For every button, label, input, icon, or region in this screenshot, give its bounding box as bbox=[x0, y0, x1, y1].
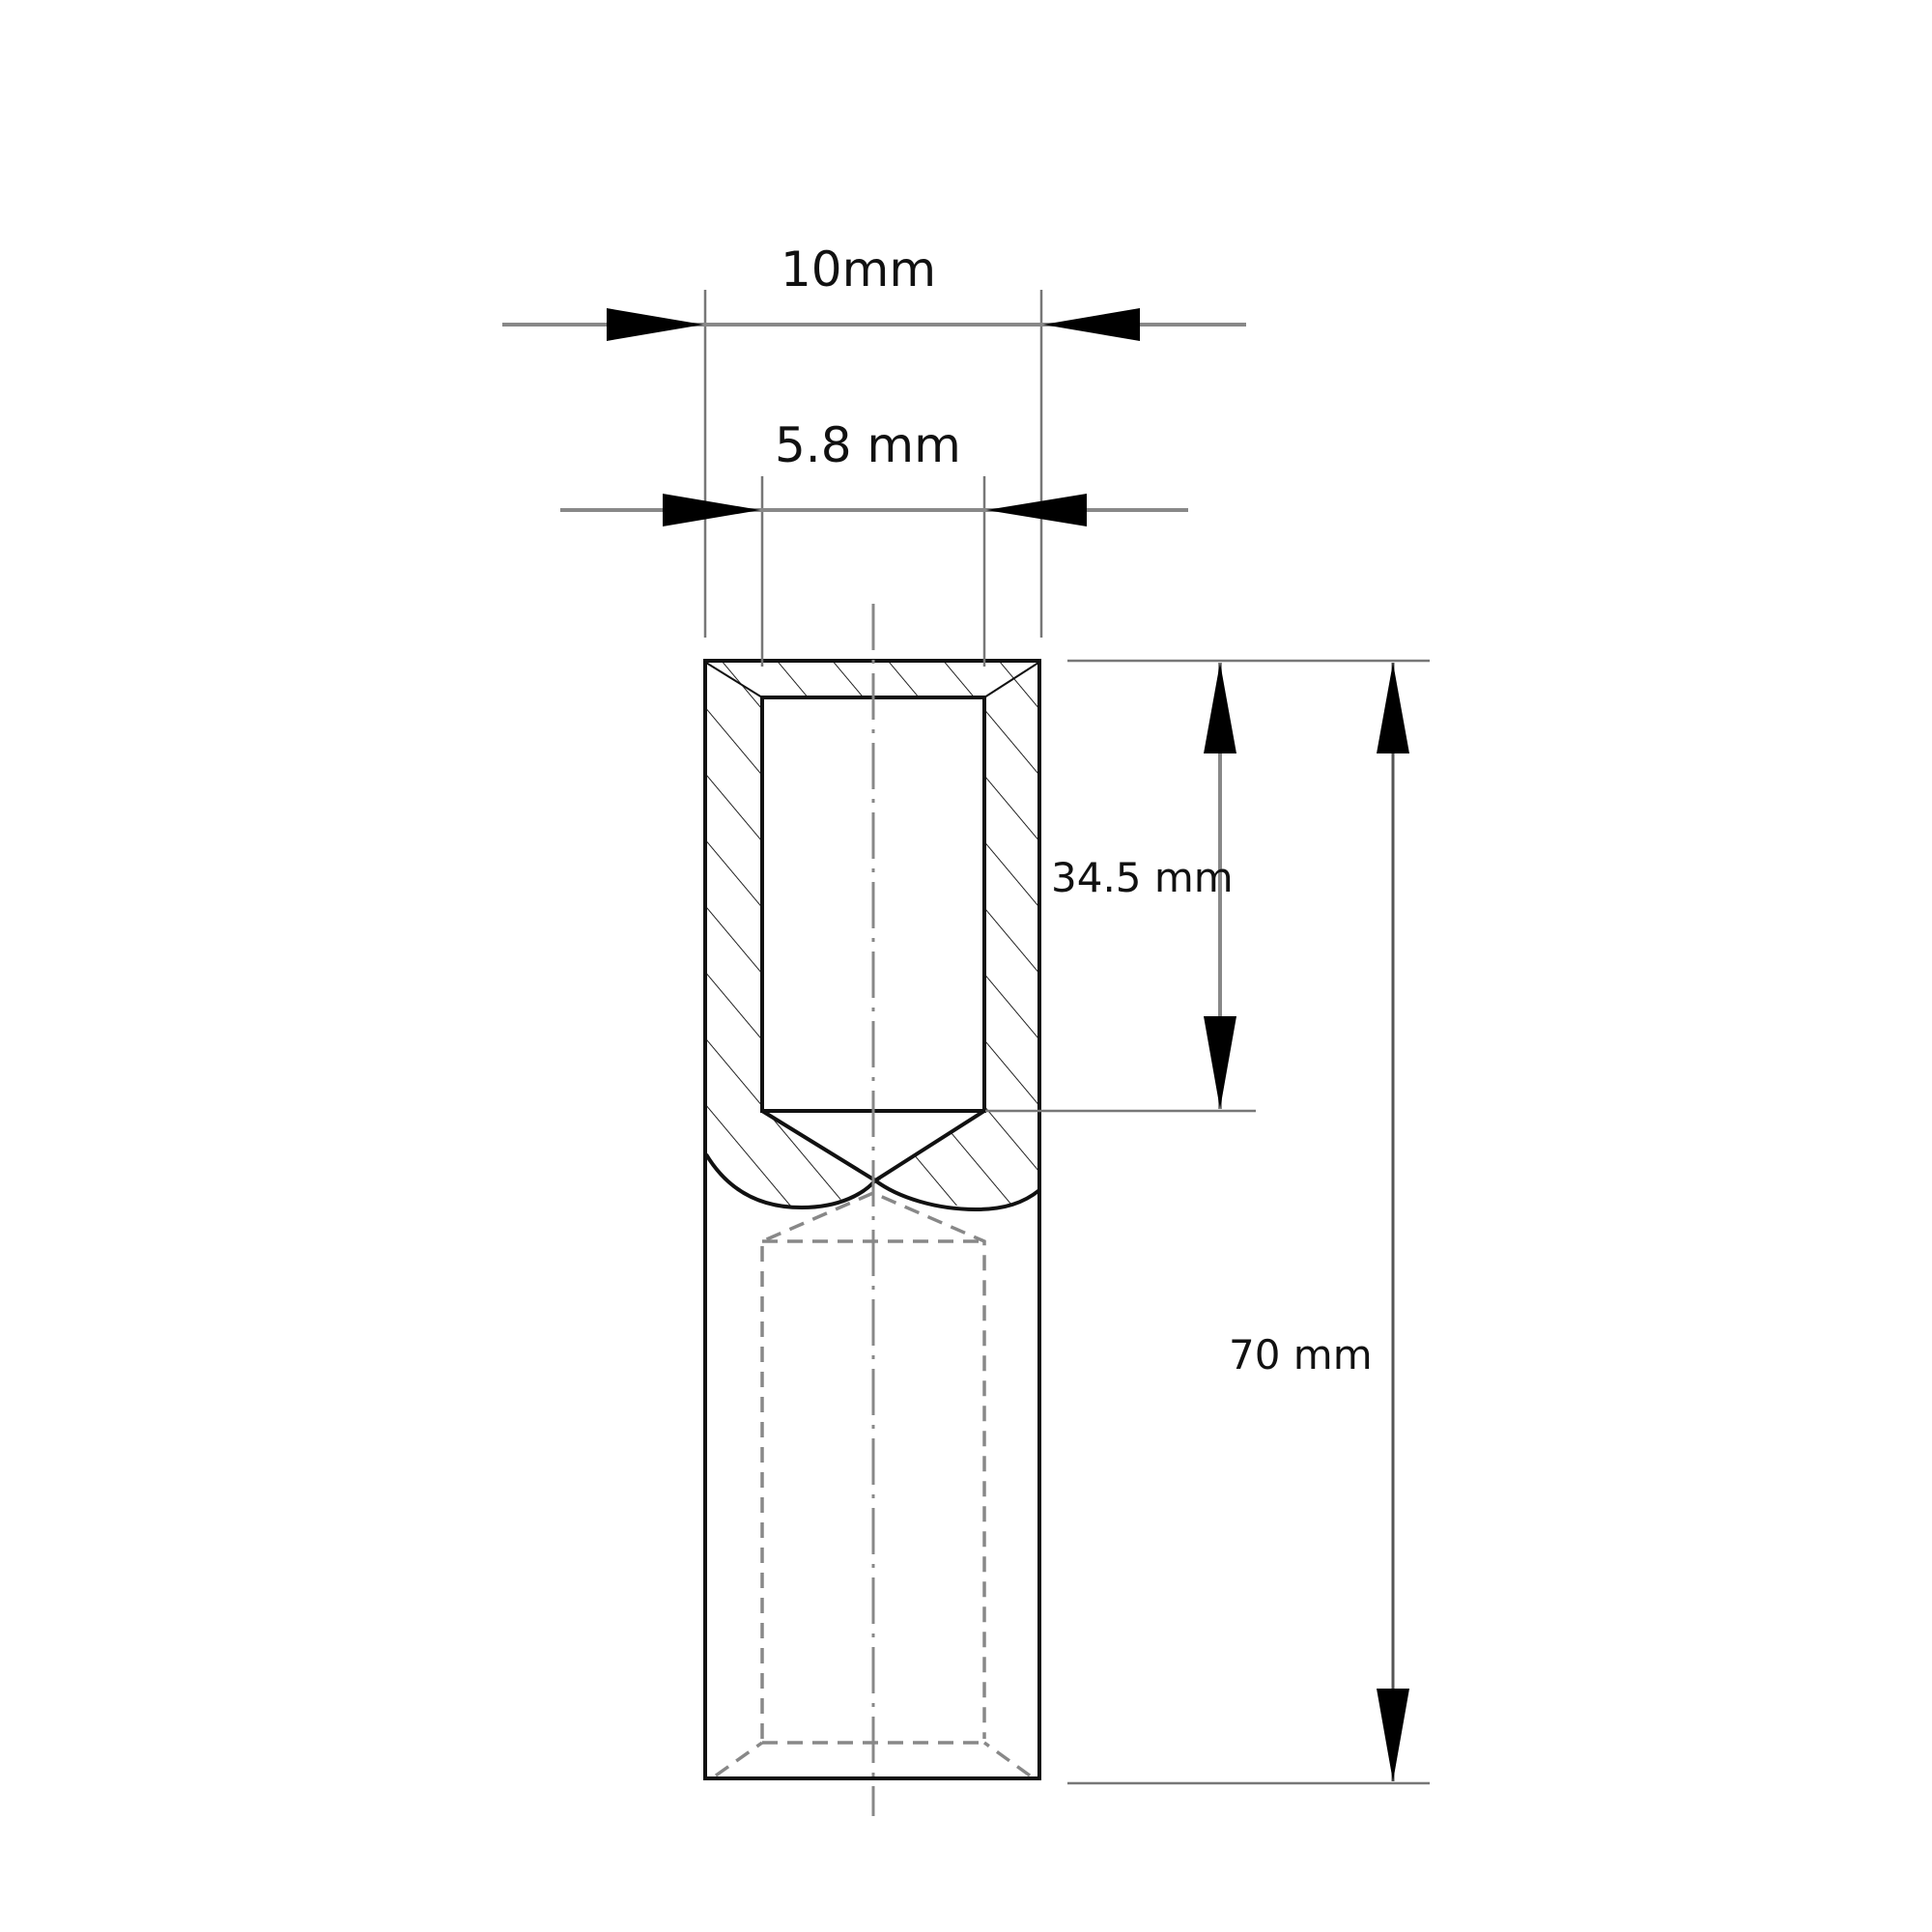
total-length-label: 70 mm bbox=[1229, 1331, 1373, 1378]
dimension-total-length bbox=[1377, 663, 1409, 1781]
inner-diameter-label: 5.8 mm bbox=[775, 417, 961, 473]
hatched-wall-section bbox=[703, 661, 1039, 1208]
dimension-inner-diameter bbox=[560, 494, 1188, 526]
dimension-bore-depth bbox=[1204, 663, 1236, 1109]
outer-diameter-label: 10mm bbox=[781, 242, 937, 298]
extension-lines bbox=[703, 290, 1430, 1785]
bore-depth-label: 34.5 mm bbox=[1051, 854, 1234, 901]
dimension-outer-diameter bbox=[502, 308, 1246, 341]
